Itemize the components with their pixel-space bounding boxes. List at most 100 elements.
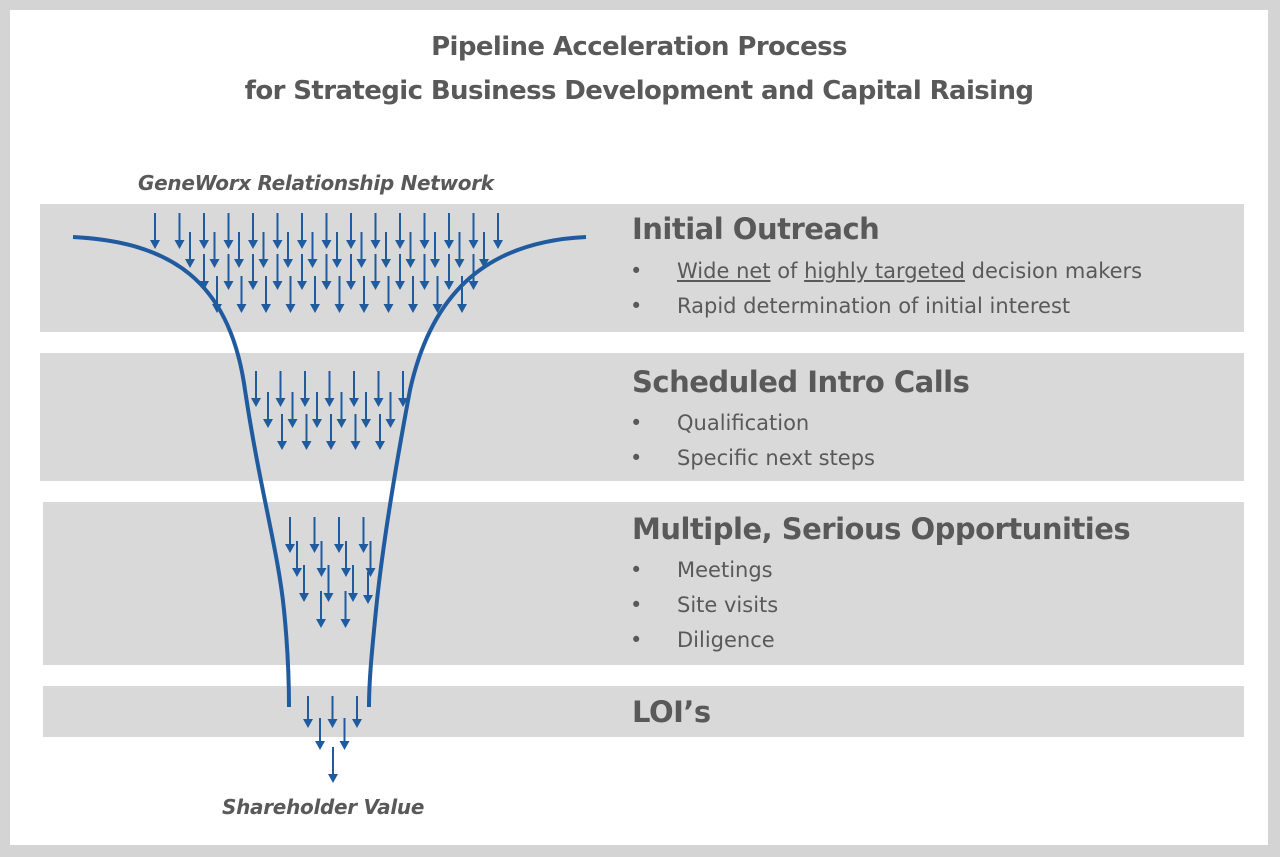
flow-arrow	[358, 517, 369, 553]
flow-arrow	[334, 276, 345, 313]
flow-arrow	[349, 371, 359, 407]
flow-arrow	[209, 232, 220, 268]
flow-arrow	[299, 565, 309, 602]
bullet-text-highly-targeted: highly targeted	[804, 259, 965, 283]
bullet-dot: •	[630, 558, 643, 582]
flow-arrow	[350, 414, 361, 450]
bullet-text: Qualification	[677, 411, 810, 435]
title-line-2: for Strategic Business Development and C…	[244, 76, 1034, 106]
flow-arrow	[432, 276, 443, 313]
flow-arrow	[468, 254, 479, 290]
flow-arrow	[285, 517, 295, 553]
bullet-text: Rapid determination of initial interest	[677, 294, 1071, 318]
flow-arrow	[309, 517, 320, 553]
flow-arrow	[361, 392, 371, 428]
flow-arrow	[363, 572, 373, 604]
stage-band-lois	[43, 686, 1244, 737]
flow-arrow	[327, 696, 338, 728]
flow-arrow	[375, 414, 385, 450]
funnel-left-wall	[72, 235, 291, 708]
flow-arrow	[373, 371, 384, 407]
flow-arrow	[352, 696, 362, 728]
flow-arrow	[444, 254, 454, 290]
flow-arrow	[301, 414, 312, 450]
bullet-text: Specific next steps	[677, 446, 875, 470]
flow-arrow	[359, 276, 369, 313]
flow-arrow	[348, 565, 358, 602]
stage-heading-intro-calls: Scheduled Intro Calls	[632, 365, 970, 399]
flow-arrow	[346, 254, 356, 290]
bullet-dot: •	[630, 628, 643, 652]
flow-arrow	[316, 591, 326, 628]
bullet-item: • Qualification	[630, 410, 875, 445]
flow-arrow	[339, 718, 350, 750]
flow-arrow	[479, 232, 489, 268]
flow-arrow	[340, 591, 351, 628]
flow-arrow	[287, 392, 298, 428]
flow-arrow	[321, 213, 332, 249]
flow-arrow	[174, 213, 185, 249]
flow-arrow	[283, 232, 293, 268]
flow-arrow	[334, 517, 344, 553]
bullet-text-decision-makers: decision makers	[964, 259, 1143, 283]
flow-arrow	[223, 213, 234, 249]
flow-arrow	[408, 276, 418, 313]
flow-arrow	[261, 276, 271, 313]
flow-arrow	[383, 276, 394, 313]
flow-arrow	[185, 232, 195, 268]
bullet-dot: •	[630, 411, 643, 435]
flow-arrow	[258, 232, 269, 268]
flow-arrow	[236, 276, 247, 313]
flow-arrow	[263, 392, 273, 428]
flow-arrow	[275, 371, 286, 407]
flow-arrow	[303, 696, 313, 728]
bullet-item: • Site visits	[630, 592, 778, 627]
stage-heading-initial-outreach: Initial Outreach	[632, 212, 880, 246]
flow-arrow	[199, 213, 209, 249]
bullet-dot: •	[630, 446, 643, 470]
bullet-item: • Specific next steps	[630, 445, 875, 480]
flow-arrow	[385, 392, 396, 428]
bullet-text: Diligence	[677, 628, 775, 652]
flow-arrow	[468, 213, 479, 249]
flow-arrow	[430, 232, 440, 268]
flow-arrow	[457, 276, 467, 313]
stage-band-opportunities	[43, 502, 1244, 665]
flow-arrow	[454, 232, 465, 268]
flow-arrow	[292, 541, 302, 577]
funnel-arrows	[150, 213, 503, 783]
flow-arrow	[212, 276, 222, 313]
flow-arrow	[307, 232, 318, 268]
flow-arrow	[310, 276, 320, 313]
flow-arrow	[300, 371, 310, 407]
flow-arrow	[285, 276, 296, 313]
flow-arrow	[251, 371, 261, 407]
title-line-1: Pipeline Acceleration Process	[431, 32, 847, 62]
bullet-item: • Rapid determination of initial interes…	[630, 293, 1142, 328]
flow-arrow	[346, 213, 356, 249]
flow-arrow	[370, 254, 381, 290]
stage-bullets-opportunities: • Meetings • Site visits • Diligence	[630, 557, 778, 662]
flow-arrow	[381, 232, 391, 268]
flow-arrow	[297, 213, 307, 249]
flow-arrow	[356, 232, 367, 268]
flow-arrow	[248, 254, 258, 290]
flow-arrow	[395, 254, 405, 290]
bullet-text-wide-net: Wide net	[677, 259, 771, 283]
flow-arrow	[341, 541, 351, 577]
bullet-text: Site visits	[677, 593, 779, 617]
network-label: GeneWorx Relationship Network	[138, 171, 494, 195]
flow-arrow	[316, 541, 327, 577]
bullet-item: • Meetings	[630, 557, 778, 592]
flow-arrow	[365, 541, 376, 577]
bullet-text: Meetings	[677, 558, 773, 582]
funnel-walls	[72, 235, 587, 708]
flow-arrow	[328, 747, 338, 783]
flow-arrow	[419, 213, 430, 249]
bullet-dot: •	[630, 294, 643, 318]
bullet-dot: •	[630, 593, 643, 617]
flow-arrow	[315, 718, 325, 750]
flow-arrow	[234, 232, 244, 268]
flow-arrow	[150, 213, 160, 249]
stage-heading-lois: LOI’s	[632, 695, 711, 729]
